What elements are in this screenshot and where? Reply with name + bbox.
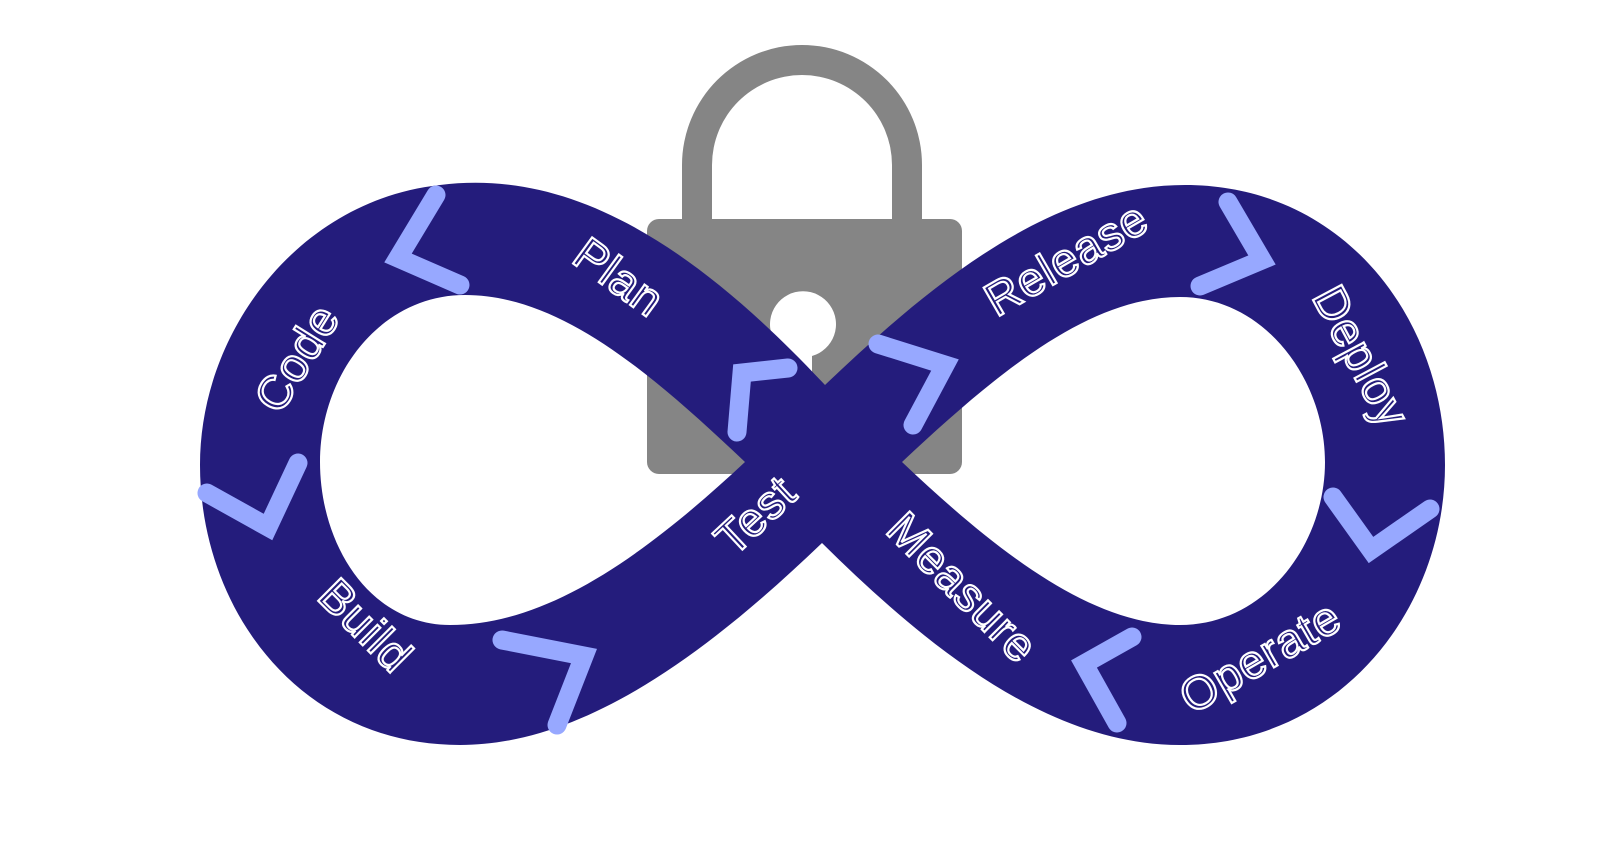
chevron-group [197,185,1440,735]
chevron-arrow-icon-test-release [868,334,959,435]
chevron-arrow-icon-deploy-operate [1323,487,1440,564]
chevron-arrow-icon-build-test [492,630,597,735]
chevron-arrow-icon-operate-measure [1071,627,1142,733]
chevron-arrow-icon-code-build [197,453,308,541]
padlock-keyhole [770,291,836,380]
infinity-loop [200,182,1445,745]
chevron-arrow-icon-release-deploy [1190,192,1276,296]
chevron-arrow-icon-plan-test [727,358,798,442]
chevron-arrow-icon-code-plan [384,185,470,295]
padlock-shackle [682,45,922,240]
